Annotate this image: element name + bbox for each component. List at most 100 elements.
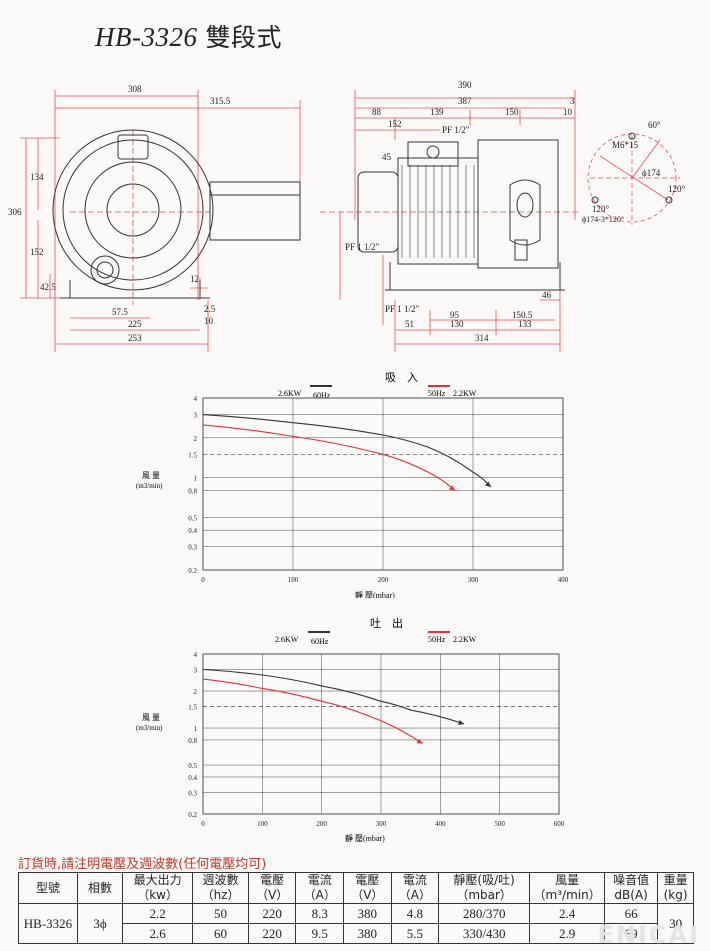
y-tick-label: 1 [194,475,198,483]
flange-dia: ϕ174 [642,168,661,178]
legend-right-label: 2.2KW [453,389,477,398]
legend-left-label: 2.6KW [278,389,302,398]
cell: 2.4 [529,903,606,924]
y-tick-label: 0.3 [188,789,197,797]
model-title: HB-3326 [95,22,198,52]
dim-306: 306 [8,207,22,217]
legend-60hz: 60Hz [311,637,329,646]
series-arrow-50hz [449,485,455,491]
y-tick-label: 2 [194,435,198,443]
dim-12: 12 [190,274,199,284]
dim-3: 3 [570,96,575,106]
y-label: 風 量 [142,471,160,480]
cell: 2.9 [529,923,606,944]
series-arrow-50hz [416,738,423,744]
y-tick-label: 0.3 [188,544,197,552]
cell: 380 [343,923,392,944]
cell: 220 [247,923,297,944]
dim-152-side: 152 [388,119,402,129]
cell: 280/370 [438,903,531,924]
model-subtitle: 雙段式 [205,23,282,52]
cell: 60 [192,923,249,944]
y-tick-label: 1.5 [188,703,197,711]
dim-10: 10 [204,316,214,326]
flange-120a: 120° [592,204,610,214]
x-label: 靜 壓(mbar) [355,590,395,598]
dim-88: 88 [372,107,382,117]
order-note: 訂貨時,請注明電壓及週波數(任何電壓均可) [18,857,267,872]
x-tick-label: 100 [288,576,299,584]
table-header-row: 型號 相數 最大出力 （kw） 週波數 （hz） 電壓 （V） 電流 （A） 電… [18,872,694,904]
cell-phase: 3ϕ [77,903,123,944]
x-tick-label: 400 [435,820,446,828]
chart-title: 吐 出 [370,616,403,630]
y-tick-label: 3 [194,666,198,674]
dim-57: 57.5 [112,307,128,317]
th-amp1: 電流 （A） [295,872,345,904]
y-tick-label: 0.5 [188,762,197,770]
dim-253: 253 [128,333,142,343]
watermark: ENICAI [597,921,700,949]
dim-51: 51 [405,319,414,329]
dim-46: 46 [542,290,552,300]
y-tick-label: 0.4 [188,774,197,782]
cell-weight: 30 [657,903,694,944]
dim-225: 225 [128,319,142,329]
cell: 380 [343,903,392,924]
th-weight: 重量 (kg) [657,872,694,904]
cell: 9.5 [295,923,345,944]
pf-side2: PF 1 1/2" [385,304,420,314]
cell: 220 [247,903,297,924]
x-tick-label: 300 [376,820,387,828]
cell: 5.5 [390,923,440,944]
cell: 4.8 [390,903,440,924]
dim-42: 42.5 [40,282,56,292]
th-noise: 噪音值 dB(A) [604,872,659,904]
dim-139: 139 [430,107,444,117]
cell: 69 [604,923,659,944]
spec-table: 型號 相數 最大出力 （kw） 週波數 （hz） 電壓 （V） 電流 （A） 電… [18,872,694,944]
th-freq: 週波數 （hz） [192,872,249,904]
dim-150-5: 150.5 [512,310,533,320]
x-label: 靜 壓(mbar) [345,833,385,843]
legend-50hz: 50Hz [428,389,446,398]
th-phase: 相數 [77,872,123,904]
y-tick-label: 0.5 [188,514,197,522]
y-unit: (m3/min) [136,482,163,490]
x-tick-label: 300 [468,576,479,584]
chart-suction: 吸 入 2.6KW 60Hz 50Hz 2.2KW 風 量 (m3/min) 靜… [136,372,569,598]
legend: 2.6KW 60Hz 50Hz 2.2KW [278,385,477,400]
dim-134: 134 [30,172,44,182]
dim-45: 45 [382,152,392,162]
cell: 330/430 [438,923,531,944]
technical-drawing: 308 315.5 306 134 152 42.5 12 57.5 225 2… [8,80,686,352]
y-tick-label: 0.4 [188,527,197,535]
dim-314: 314 [475,333,489,343]
flange-120b: 120° [668,184,686,194]
flange-circle: ϕ174-3*120° [582,215,624,224]
y-tick-label: 0.8 [188,487,197,495]
flange-60: 60° [648,120,661,130]
th-volt1: 電壓 （V） [247,872,297,904]
x-tick-label: 400 [558,576,569,584]
legend: 2.6KW 60Hz 50Hz 2.2KW [275,631,477,646]
y-unit: (m3/min) [136,724,163,732]
series-line-50hz [202,678,423,744]
dim-130: 130 [450,319,464,329]
x-tick-label: 0 [201,576,205,584]
y-tick-label: 0.2 [188,811,197,819]
dim-390: 390 [458,80,472,90]
th-volt2: 電壓 （V） [343,872,392,904]
th-pressure: 靜壓(吸/吐) （mbar） [438,872,531,904]
series-line-50hz [202,424,456,491]
table-row: 2.6 60 220 9.5 380 5.5 330/430 2.9 69 [19,923,694,944]
y-tick-label: 1 [194,725,198,733]
dim-308: 308 [128,84,142,94]
series-line-60hz [202,668,465,725]
series-line-60hz [202,413,492,488]
y-tick-label: 4 [194,395,198,403]
dim-10-side: 10 [563,107,573,117]
